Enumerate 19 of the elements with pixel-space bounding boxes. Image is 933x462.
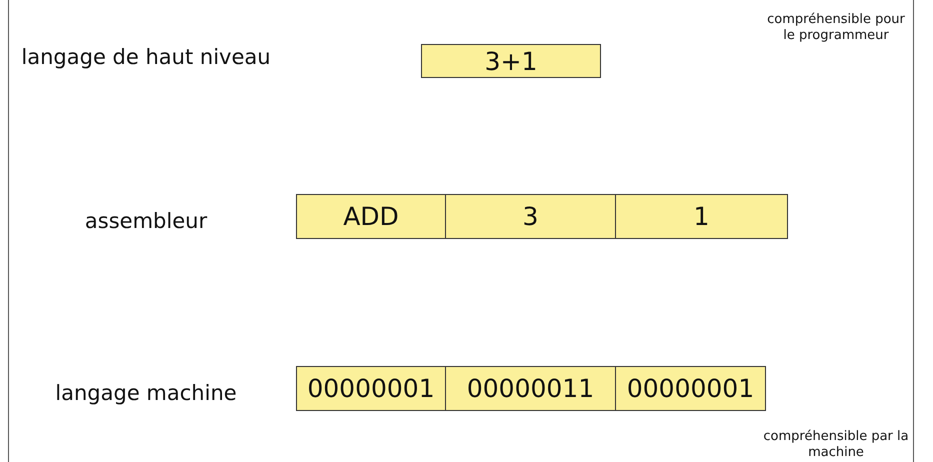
box-value: 3 [522, 202, 538, 231]
box-value: 00000001 [307, 374, 435, 403]
value-box [296, 194, 446, 239]
note-text: compréhensible pour le programmeur [766, 12, 906, 44]
box-value: 00000011 [466, 374, 594, 403]
level-label: assembleur [84, 209, 208, 234]
level-label: langage de haut niveau [20, 45, 272, 70]
box-value: 1 [694, 202, 710, 231]
value-box [445, 366, 616, 411]
value-box [296, 366, 446, 411]
box-value: 00000001 [626, 374, 754, 403]
value-box [615, 194, 788, 239]
box-value: ADD [343, 202, 399, 231]
note-text: compréhensible par la machine [762, 429, 910, 460]
box-value: 3+1 [484, 46, 538, 76]
value-box [615, 366, 766, 411]
value-box [445, 194, 616, 239]
value-box [421, 44, 601, 78]
level-label: langage machine [54, 381, 238, 406]
